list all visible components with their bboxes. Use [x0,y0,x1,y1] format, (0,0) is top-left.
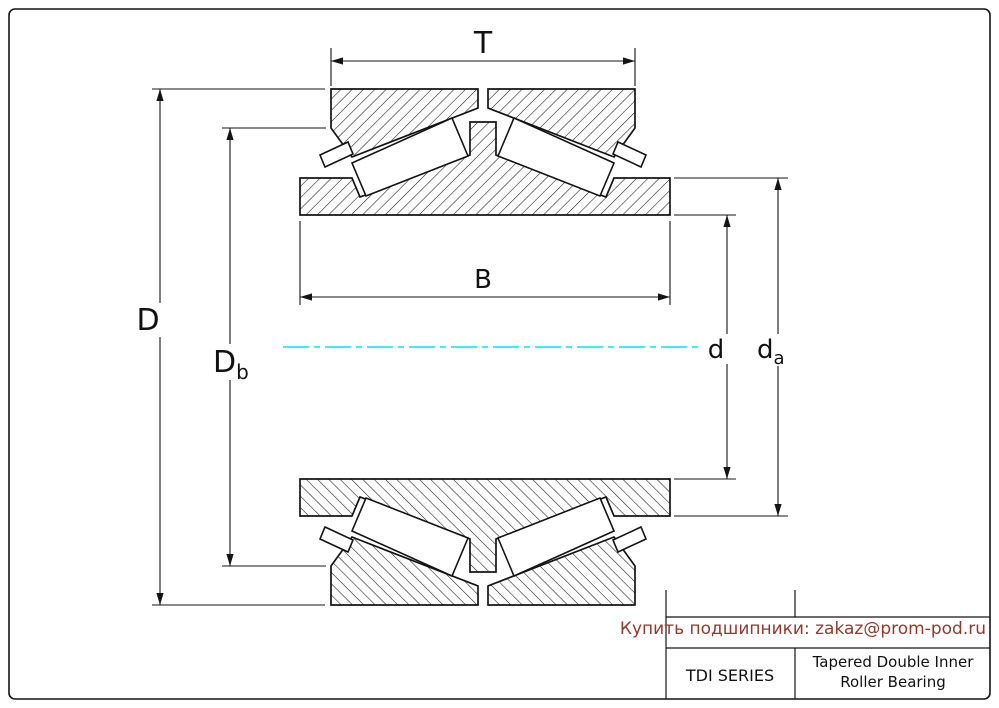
dimension-Db-label: Db [213,345,249,384]
page-border [8,8,991,700]
dimension-Db: Db [207,127,326,567]
roller-left [350,116,470,198]
dimension-da-label: da [757,335,785,369]
dimension-D: D [133,88,325,606]
dimension-D-label: D [136,303,159,338]
bearing-top-half [299,88,671,216]
cage-right [611,140,648,169]
caption-buy-link: Купить подшипники: zakaz@prom-pod.ru [620,619,986,639]
dimension-B: B [299,221,671,305]
dimension-d: d [674,214,736,480]
cage-left [318,140,355,169]
dimension-T: T [330,26,636,86]
title-block-lines [665,590,990,699]
dimension-T-label: T [473,26,493,61]
outer-ring-right-cup [487,88,636,159]
dimension-B-label: B [474,265,492,295]
dimension-da: da [674,177,793,517]
bearing-bottom-half [299,478,671,606]
dimension-d-label: d [708,335,725,365]
roller-right [496,116,616,198]
series-cell: TDI SERIES [685,666,774,685]
description-line-1: Tapered Double Inner [812,653,975,671]
description-line-2: Roller Bearing [840,673,946,691]
outer-ring-left-cup [330,88,479,159]
inner-ring [299,121,671,216]
